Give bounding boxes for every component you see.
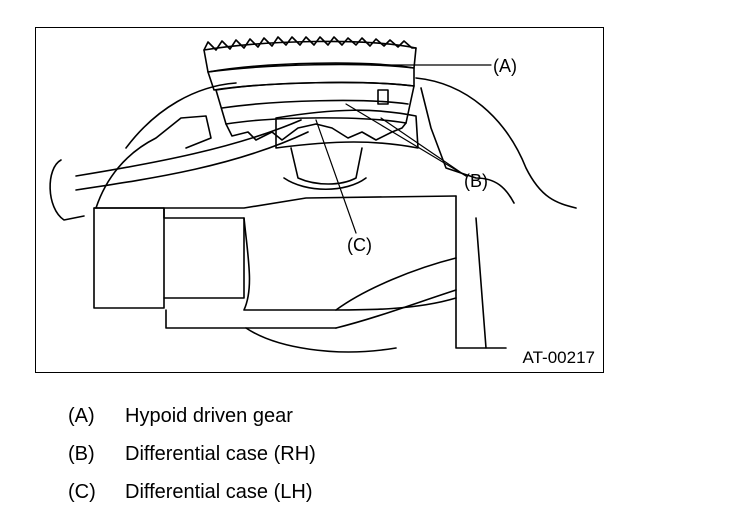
housing-block-left (93, 207, 165, 309)
legend-key: (C) (68, 481, 96, 503)
housing-left-curve (125, 82, 237, 149)
callout-c: (C) (347, 235, 372, 255)
figure-frame: (A) (B) (C) AT-00217 (35, 27, 604, 373)
case-lh-base (283, 177, 367, 191)
differential-case-rh (215, 81, 415, 125)
housing-left-flange (95, 115, 212, 209)
legend-text: Differential case (LH) (125, 481, 313, 503)
housing-bottom-right (335, 257, 457, 311)
bearing-housing (275, 109, 419, 149)
legend-key: (A) (68, 405, 95, 427)
gear-teeth (203, 36, 417, 51)
legend-item: (B) Differential case (RH) (68, 440, 468, 478)
legend-text: Hypoid driven gear (125, 405, 293, 427)
housing-right-block (455, 195, 507, 349)
legend-text: Differential case (RH) (125, 443, 316, 465)
leader-b-2 (380, 117, 467, 177)
housing-bottom-lip (335, 289, 457, 329)
legend: (A) Hypoid driven gear (B) Differential … (68, 402, 468, 516)
lifting-rod-lower (75, 131, 309, 191)
case-rh-band (221, 99, 409, 109)
case-lh-neck (290, 147, 363, 185)
housing-block-mid (163, 207, 245, 299)
housing-right-panel (475, 217, 487, 349)
legend-key: (B) (68, 443, 95, 465)
leader-c (315, 119, 357, 234)
callout-a: (A) (493, 56, 517, 76)
leader-b-1 (345, 103, 467, 177)
callout-b: (B) (464, 171, 488, 191)
differential-illustration (49, 36, 577, 353)
differential-case-lh (225, 122, 407, 141)
lifting-rod-upper (75, 119, 302, 177)
housing-right-curve (415, 77, 577, 209)
housing-lower-curve (245, 327, 397, 353)
housing-center (243, 217, 457, 311)
legend-item: (C) Differential case (LH) (68, 478, 468, 516)
housing-right-inner (420, 87, 515, 204)
case-bolt-right (377, 89, 389, 105)
gear-face (207, 63, 415, 91)
housing-top-edge (93, 195, 457, 209)
housing-bottom (165, 309, 337, 329)
hand-grip (49, 159, 85, 221)
figure-code: AT-00217 (522, 348, 595, 367)
legend-item: (A) Hypoid driven gear (68, 402, 468, 440)
